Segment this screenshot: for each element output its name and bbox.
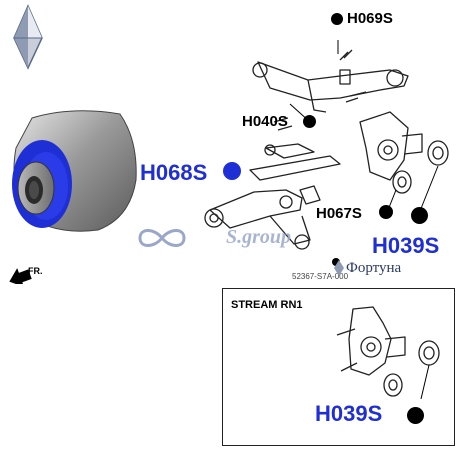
suspension-diagram	[204, 40, 449, 250]
part-label-h039s-inset: H039S	[315, 401, 383, 426]
h068s-marker	[223, 162, 241, 180]
inset-knuckle-diagram	[336, 306, 440, 399]
part-label-h069s: H069S	[347, 10, 393, 27]
inset-title: STREAM RN1	[231, 299, 303, 311]
brand-logo-icon	[13, 4, 43, 70]
stream-rn1-inset: STREAM RN1 H039S	[222, 288, 455, 446]
oem-marker	[332, 258, 340, 266]
h040s-marker	[303, 115, 316, 128]
h069s-marker	[331, 13, 343, 25]
oem-code: 52367-S7A-000	[292, 272, 349, 281]
h039s-inset-marker	[407, 407, 424, 424]
infinity-logo-icon	[138, 229, 186, 247]
direction-label: FR.	[28, 266, 43, 276]
fortuna-logo-icon	[334, 260, 344, 276]
h039s-main-marker	[411, 207, 428, 224]
front-direction-arrow-icon	[9, 268, 32, 284]
h067s-marker	[379, 205, 393, 219]
watermark-brand: Фортуна	[346, 260, 402, 276]
part-label-h039s-main: H039S	[372, 233, 440, 258]
part-label-h040s: H040S	[242, 113, 288, 130]
watermark-site: S.group	[226, 226, 292, 248]
part-label-h068s: H068S	[140, 160, 208, 185]
part-label-h067s: H067S	[316, 205, 362, 222]
bushing-photo	[12, 110, 137, 232]
